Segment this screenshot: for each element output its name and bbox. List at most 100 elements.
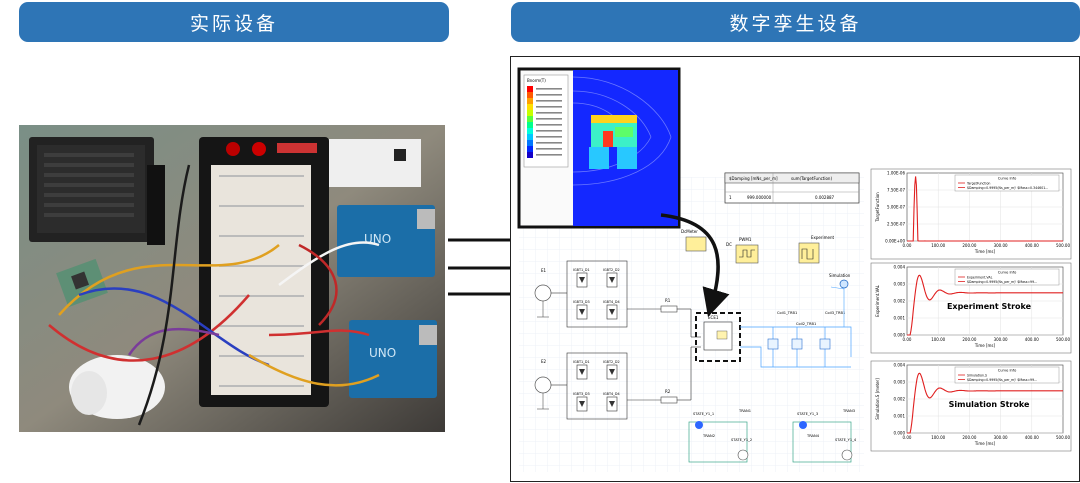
x-tick-label: 300.00 [994, 243, 1008, 248]
chart-overlay-label: Simulation Stroke [949, 400, 1030, 409]
fem-scale-swatch [527, 92, 533, 98]
igbt-label: IGBT2_D2 [603, 360, 620, 364]
banner-digital-twin-device: 数字孪生设备 [511, 2, 1080, 42]
igbt-label: IGBT4_D4 [603, 392, 620, 396]
sim-result-table: $Damping [mNs_per_m] sum(TargetFunction)… [724, 172, 860, 204]
y-tick-label: 0.00E+00 [885, 239, 905, 244]
x-tick-label: 200.00 [962, 337, 976, 342]
breadboard-small [329, 139, 421, 187]
fem-scale-swatch [527, 122, 533, 128]
wires [48, 164, 380, 426]
fem-scale-value [536, 94, 562, 96]
coil-3-label: Coil3_TRB1 [825, 311, 845, 315]
ecs-coupling-block: ECE1 [695, 312, 741, 362]
x-tick-label: 500.00 [1056, 243, 1070, 248]
x-tick-label: 500.00 [1056, 435, 1070, 440]
arduino-bottom: UNO [349, 320, 437, 398]
igbt-label: IGBT1_D1 [573, 268, 590, 272]
state-label-2: STATE_Y1_2 [731, 438, 752, 442]
push-button [394, 149, 406, 161]
diode-symbol [609, 369, 615, 375]
x-tick-label: 500.00 [1056, 337, 1070, 342]
diode-symbol [609, 401, 615, 407]
chart-legend [954, 366, 1060, 384]
igbt-label: IGBT2_D2 [603, 268, 620, 272]
chart-legend-entry: TargetFunction [966, 181, 990, 185]
y-tick-label: 1.00E-06 [887, 171, 905, 176]
fem-scale-swatch [527, 116, 533, 122]
fem-scale-value [536, 100, 562, 102]
source-e2-label: E2 [541, 359, 547, 364]
x-tick-label: 100.00 [931, 337, 945, 342]
pwm-block: PWM1 [735, 237, 759, 264]
x-tick-label: 300.00 [994, 337, 1008, 342]
source-e1: E1 [534, 268, 552, 318]
chart-overlay-label: Experiment Stroke [947, 302, 1032, 311]
dcmeter-label: DcMeter [681, 229, 698, 234]
y-tick-label: 0.004 [894, 363, 906, 368]
chart-target-function: 1.00E-067.50E-075.00E-072.50E-070.00E+00… [870, 168, 1072, 260]
table-cell-target: 0.002887 [815, 195, 835, 200]
y-tick-label: 0.003 [894, 282, 906, 287]
igbt-label: IGBT3_D3 [573, 392, 590, 396]
y-tick-label: 7.50E-07 [887, 188, 905, 193]
coil-1: Coil1_TRB1 [767, 311, 797, 350]
chart-curve [907, 274, 1063, 336]
diode-symbol [579, 309, 585, 315]
arduino-top: UNO [337, 205, 435, 277]
igbt-label: IGBT4_D4 [603, 300, 620, 304]
fem-scale-swatch [527, 110, 533, 116]
fem-scale-value [536, 88, 562, 90]
coupling-arrow [660, 213, 730, 318]
chart-curve [907, 372, 1063, 434]
y-tick-label: 2.50E-07 [887, 222, 905, 227]
fem-scale-swatch [527, 134, 533, 140]
y-tick-label: 0.000 [894, 333, 906, 338]
fem-scale-swatch [527, 86, 533, 92]
x-axis-label: Time [ms] [974, 249, 996, 254]
experiment-label: Experiment [811, 235, 835, 240]
chart-legend [954, 174, 1060, 192]
tran-label-4: TRAN4 [806, 434, 820, 438]
chart-legend-title: Curve Info [998, 271, 1017, 275]
chart-legend-entry: Simulation.S [967, 373, 987, 377]
power-supply [29, 137, 165, 245]
y-tick-label: 0.001 [894, 414, 906, 419]
y-tick-label: 0.000 [894, 431, 906, 436]
x-tick-label: 0.00 [903, 435, 912, 440]
x-tick-label: 0.00 [903, 337, 912, 342]
dcmeter-block: DcMeter DC [681, 229, 732, 252]
coil-2-label: Coil2_TRB1 [796, 322, 816, 326]
breadboard-main [199, 137, 329, 407]
tran-label-2: TRAN2 [702, 434, 715, 438]
state-block-right: STATE_Y1_3 STATE_Y1_4 TRAN3 TRAN4 [792, 409, 857, 463]
fem-scale-value [536, 106, 562, 108]
x-tick-label: 200.00 [962, 243, 976, 248]
state-label-1: STATE_Y1_1 [693, 412, 714, 416]
chart-legend-entry: Experiment.VAL [967, 275, 993, 279]
y-tick-label: 0.003 [894, 380, 906, 385]
chart-legend-title: Curve Info [998, 177, 1017, 181]
coil-2: Coil2_TRB1 [791, 322, 816, 350]
fem-scale-swatch [527, 128, 533, 134]
digital-twin-panel: Bnorm(T) $Damping [mNs_per_m] sum(Target… [510, 56, 1080, 482]
hardware-photo: UNO UNO [19, 125, 445, 432]
svg-text:UNO: UNO [369, 346, 396, 360]
table-header-damping: $Damping [mNs_per_m] [729, 176, 778, 181]
state-block-left: STATE_Y1_1 STATE_Y1_2 TRAN1 TRAN2 [688, 409, 752, 463]
coil-1-label: Coil1_TRB1 [777, 311, 797, 315]
x-tick-label: 400.00 [1025, 435, 1039, 440]
y-tick-label: 0.001 [894, 316, 906, 321]
ecs-label: ECE1 [708, 315, 719, 320]
x-tick-label: 400.00 [1025, 243, 1039, 248]
coil-3: Coil3_TRB1 [819, 311, 845, 350]
tran-label-1: TRAN1 [738, 409, 751, 413]
resistor-r1-label: R1 [665, 298, 671, 303]
driver-board [56, 258, 108, 308]
fem-scale-value [536, 142, 562, 144]
y-tick-label: 0.004 [894, 265, 906, 270]
chart-legend-entry: $Damping=0.9995(Ns_per_m)' $Mass=0.34460… [967, 186, 1048, 190]
